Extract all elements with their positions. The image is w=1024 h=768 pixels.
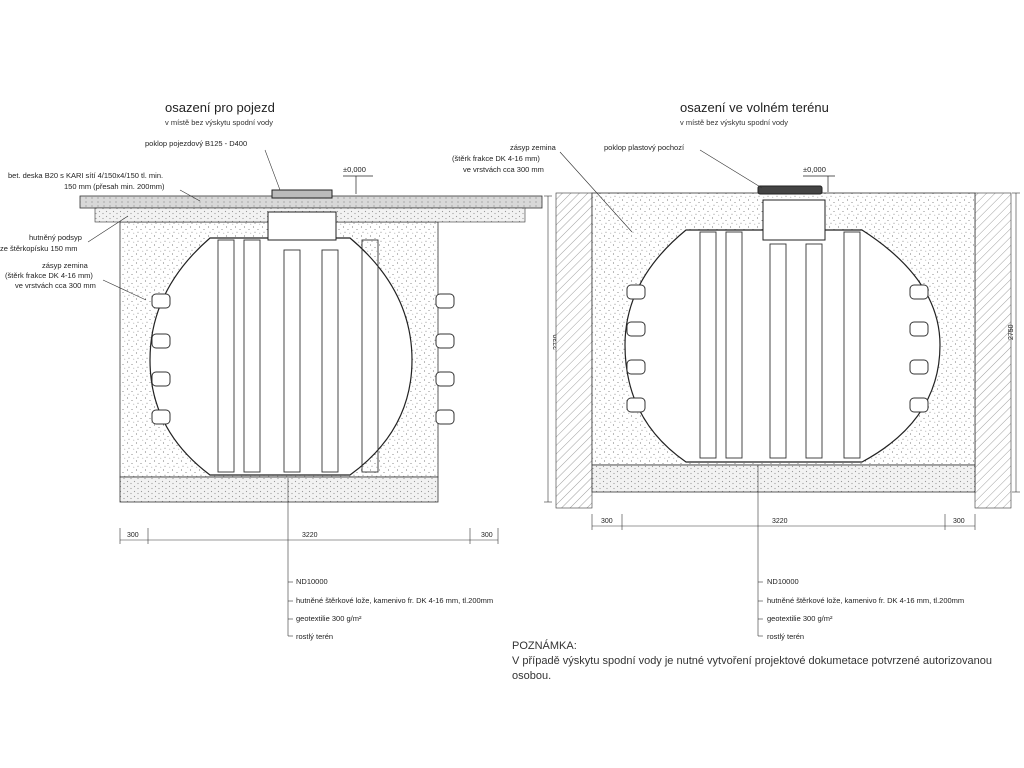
left-lid bbox=[271, 189, 333, 199]
left-label-backfill-3: ve vrstvách cca 300 mm bbox=[15, 281, 96, 290]
left-level: ±0,000 bbox=[343, 165, 366, 174]
right-dim-mid: 3220 bbox=[772, 518, 788, 525]
left-bottom-3: geotextilie 300 g/m² bbox=[296, 614, 362, 623]
right-tank bbox=[624, 199, 941, 463]
left-label-backfill-1: zásyp zeminа bbox=[42, 261, 89, 270]
right-dim-left: 300 bbox=[601, 518, 613, 525]
right-lid bbox=[757, 185, 823, 195]
left-bottom-2: hutněné štěrkové lože, kamenivo fr. DK 4… bbox=[296, 596, 493, 605]
left-label-lid: poklop pojezdový B125 - D400 bbox=[145, 139, 247, 148]
right-bottom-3: geotextilie 300 g/m² bbox=[767, 614, 833, 623]
left-label-slab-2: 150 mm (přesah min. 200mm) bbox=[64, 182, 165, 191]
right-gravel-bed bbox=[591, 464, 976, 493]
right-dim-height: 2750 bbox=[1008, 324, 1015, 340]
left-label-base-1: hutněný podsyp bbox=[29, 233, 82, 242]
left-dim-mid: 3220 bbox=[302, 532, 318, 539]
right-label-backfill-2: (štěrk frakce DK 4-16 mm) bbox=[452, 154, 540, 163]
right-label-backfill-1: zásyp zemina bbox=[510, 143, 557, 152]
left-label-base-2: ze štěrkopísku 150 mm bbox=[0, 244, 78, 253]
left-title: osazení pro pojezd bbox=[165, 100, 275, 115]
right-detail: osazení ve volném terénu v místě bez výs… bbox=[452, 100, 1020, 641]
left-detail: osazení pro pojezd v místě bez výskytu s… bbox=[0, 100, 560, 641]
left-label-slab-1: bet. deska B20 s KARI sítí 4/150x4/150 t… bbox=[8, 171, 163, 180]
right-dim-right: 300 bbox=[953, 518, 965, 525]
left-label-backfill-2: (štěrk frakce DK 4-16 mm) bbox=[5, 271, 93, 280]
left-subtitle: v místě bez výskytu spodní vody bbox=[165, 118, 273, 127]
note-heading: POZNÁMKA: bbox=[512, 640, 577, 652]
left-dim-right: 300 bbox=[481, 532, 493, 539]
left-dim-left: 300 bbox=[127, 532, 139, 539]
right-bottom-2: hutněné štěrkové lože, kamenivo fr. DK 4… bbox=[767, 596, 964, 605]
right-label-lid: poklop plastový pochozí bbox=[604, 143, 685, 152]
right-wall-right bbox=[974, 192, 1012, 509]
right-bottom-1: ND10000 bbox=[767, 577, 799, 586]
note-text: V případě výskytu spodní vody je nutné v… bbox=[512, 655, 993, 682]
right-bottom-4: rostlý terén bbox=[767, 632, 804, 641]
right-subtitle: v místě bez výskytu spodní vody bbox=[680, 118, 788, 127]
right-level: ±0,000 bbox=[803, 165, 826, 174]
note-block: POZNÁMKA: V případě výskytu spodní vody … bbox=[512, 639, 1012, 684]
right-wall-left bbox=[555, 192, 593, 509]
left-bottom-4: rostlý terén bbox=[296, 632, 333, 641]
right-label-backfill-3: ve vrstvách cca 300 mm bbox=[463, 165, 544, 174]
right-title: osazení ve volném terénu bbox=[680, 100, 829, 115]
left-tank bbox=[149, 211, 455, 476]
left-gravel-bed bbox=[119, 476, 439, 503]
left-bottom-1: ND10000 bbox=[296, 577, 328, 586]
